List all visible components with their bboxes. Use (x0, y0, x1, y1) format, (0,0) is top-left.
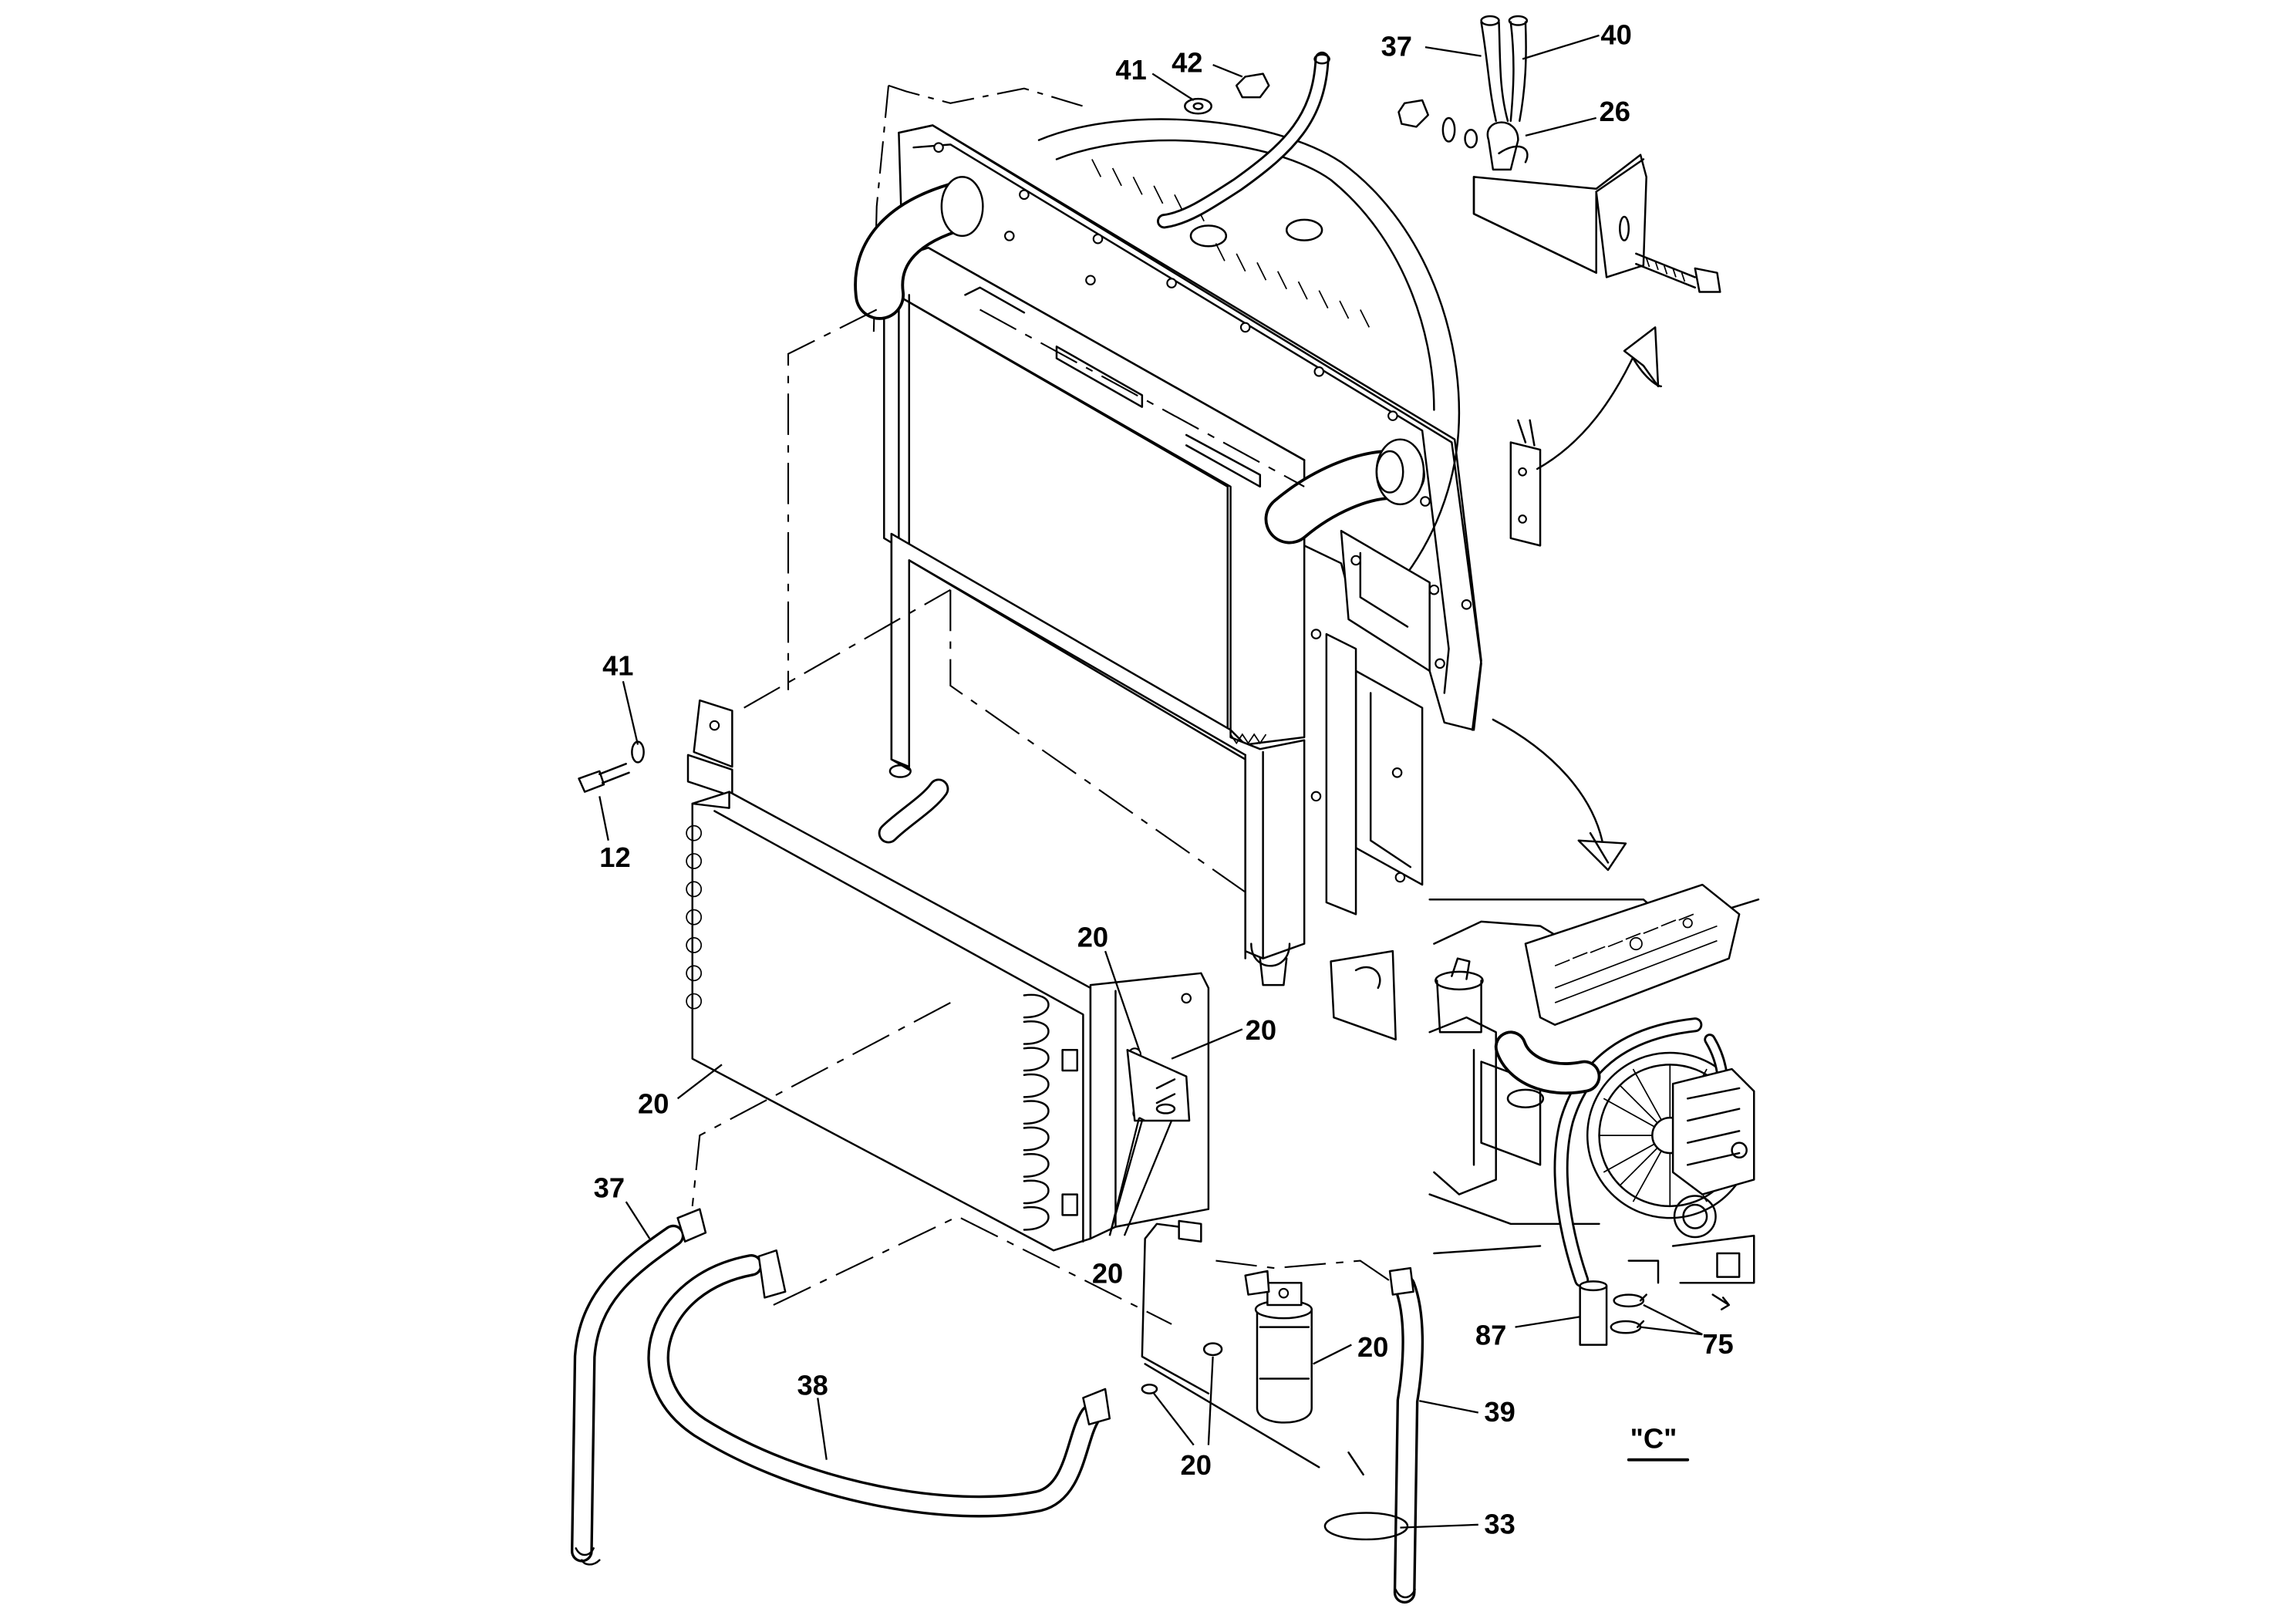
callout-41-left: 41 (602, 650, 633, 682)
condenser (686, 699, 1210, 1252)
bolt-12 (578, 770, 605, 793)
callout-20-f: 20 (1181, 1449, 1212, 1481)
callout-12: 12 (599, 841, 630, 873)
callout-33: 33 (1484, 1508, 1515, 1539)
callout-20-b: 20 (1246, 1014, 1276, 1046)
leader-lines (598, 34, 1703, 1529)
assembly-line-left (787, 309, 878, 690)
assembly-line-top (979, 309, 1305, 487)
radiator-assembly (854, 51, 1542, 1041)
callout-20-c: 20 (638, 1088, 669, 1119)
callout-39: 39 (1484, 1396, 1515, 1428)
callout-37-top: 37 (1381, 31, 1412, 62)
callout-20-a: 20 (1077, 921, 1108, 953)
clamp-detail (1397, 15, 1721, 293)
callout-37-bottom: 37 (594, 1172, 625, 1203)
callout-26: 26 (1600, 96, 1630, 127)
arrow-to-detail-c (1492, 718, 1603, 841)
callout-42: 42 (1172, 47, 1202, 79)
detail-view-c (1428, 883, 1760, 1462)
callout-40-top: 40 (1600, 19, 1631, 50)
receiver-drier (1244, 1270, 1313, 1424)
callout-20-d: 20 (1092, 1257, 1123, 1289)
callout-labels: 37 40 26 41 42 41 12 20 20 20 20 20 20 3… (594, 19, 1734, 1539)
washer-41-left (631, 740, 645, 764)
callout-87: 87 (1475, 1320, 1506, 1351)
assembly-line-condenser (743, 588, 1246, 959)
nut-42 (1235, 73, 1270, 99)
callout-20-e: 20 (1357, 1331, 1388, 1363)
hose-38 (647, 1254, 1102, 1518)
pipe-receiver (1141, 1222, 1320, 1469)
detail-view-label: "C" (1630, 1422, 1677, 1454)
callout-41-top: 41 (1115, 54, 1146, 86)
arrow-to-clamp-detail (1536, 349, 1637, 470)
callout-75: 75 (1702, 1328, 1733, 1360)
callout-38: 38 (797, 1370, 828, 1401)
washer-41-top (1184, 97, 1212, 115)
